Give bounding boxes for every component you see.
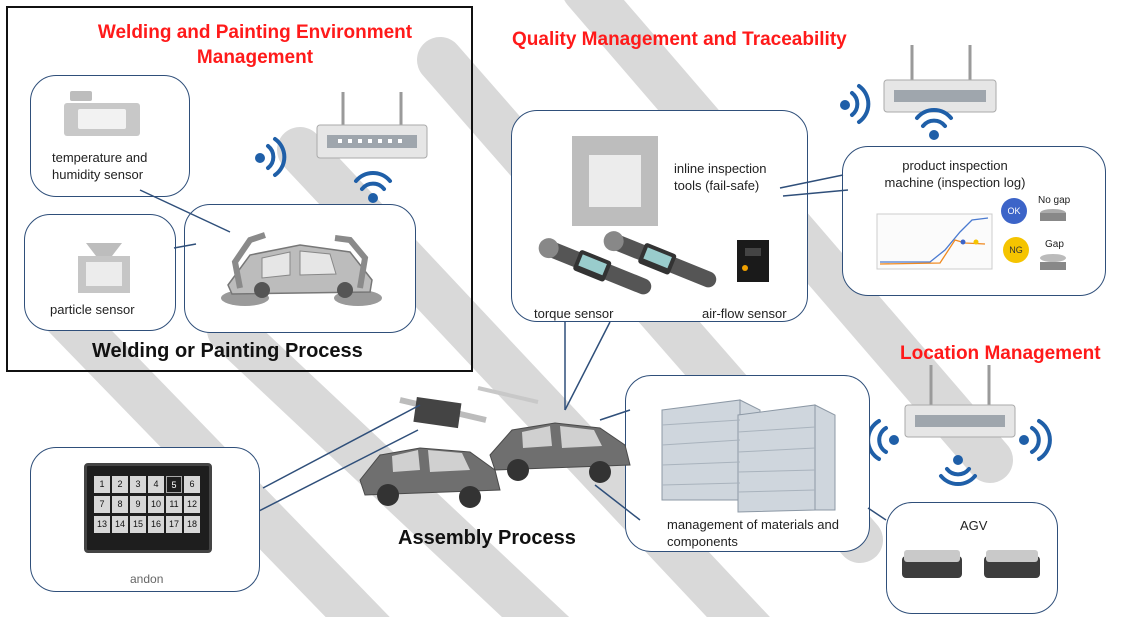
ok-badge: OK xyxy=(1001,198,1027,224)
andon-cell: 7 xyxy=(94,496,110,513)
assembly-process-label: Assembly Process xyxy=(398,527,576,549)
andon-cell: 10 xyxy=(148,496,164,513)
andon-cell: 14 xyxy=(112,516,128,533)
andon-cell: 13 xyxy=(94,516,110,533)
ng-text: NG xyxy=(1009,245,1023,255)
airflow-sensor-label: air-flow sensor xyxy=(702,306,787,321)
location-title: Location Management xyxy=(900,343,1101,364)
andon-cell: 5 xyxy=(166,476,182,493)
welding-env-title: Welding and Painting Environment Managem… xyxy=(97,22,413,68)
andon-cell: 18 xyxy=(184,516,200,533)
welding-section-frame xyxy=(6,6,473,372)
ng-badge: NG xyxy=(1003,237,1029,263)
materials-label: management of materials and components xyxy=(667,517,839,549)
welding-process-label: Welding or Painting Process xyxy=(92,340,363,362)
quality-title: Quality Management and Traceability xyxy=(512,29,847,50)
torque-sensor-label: torque sensor xyxy=(534,306,614,321)
inspection-tools-bubble xyxy=(511,110,808,322)
andon-cell: 9 xyxy=(130,496,146,513)
andon-cell: 1 xyxy=(94,476,110,493)
gap-label: Gap xyxy=(1045,239,1064,250)
particle-sensor-label: particle sensor xyxy=(50,302,135,317)
andon-cell: 17 xyxy=(166,516,182,533)
andon-cell: 8 xyxy=(112,496,128,513)
andon-cell: 4 xyxy=(148,476,164,493)
andon-label: andon xyxy=(130,572,164,586)
no-gap-label: No gap xyxy=(1038,195,1071,206)
inspection-machine-label: product inspection machine (inspection l… xyxy=(884,158,1026,190)
temp-sensor-label: temperature and humidity sensor xyxy=(52,150,148,182)
inline-tools-label: inline inspection tools (fail-safe) xyxy=(674,161,767,193)
andon-cell: 11 xyxy=(166,496,182,513)
ok-text: OK xyxy=(1007,206,1021,216)
robot-arm-icon xyxy=(231,232,266,289)
andon-cell: 2 xyxy=(112,476,128,493)
andon-cell: 15 xyxy=(130,516,146,533)
andon-cell: 6 xyxy=(184,476,200,493)
andon-cell: 12 xyxy=(184,496,200,513)
agv-label: AGV xyxy=(960,518,988,533)
andon-cell: 16 xyxy=(148,516,164,533)
andon-cell: 3 xyxy=(130,476,146,493)
andon-board-small-icon xyxy=(413,397,462,429)
